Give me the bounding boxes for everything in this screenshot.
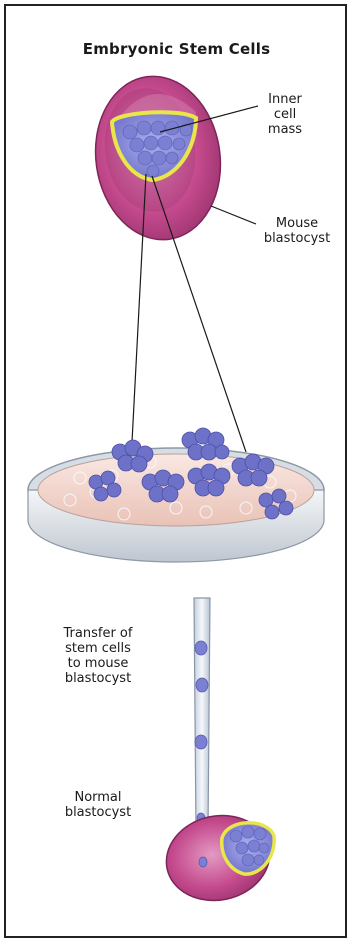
label-line: blastocyst [50,671,146,686]
label-line: Transfer of [50,626,146,641]
label-mouse-blastocyst: Mouse blastocyst [254,216,340,246]
petri-dish [28,428,324,562]
stem-cell [195,735,207,749]
stem-cell [195,641,207,655]
pipette [194,598,210,848]
label-normal-blastocyst: Normal blastocyst [54,790,142,820]
cell-cluster [182,428,229,460]
label-line: Mouse [254,216,340,231]
label-transfer-stem-cells: Transfer of stem cells to mouse blastocy… [50,626,146,686]
label-line: mass [262,122,308,137]
label-line: cell [262,107,308,122]
label-line: stem cells [50,641,146,656]
label-line: Normal [54,790,142,805]
label-line: Inner [262,92,308,107]
label-line: blastocyst [54,805,142,820]
normal-blastocyst [158,806,277,910]
mouse-blastocyst-leader [211,206,256,224]
label-line: blastocyst [254,231,340,246]
stem-cell [196,678,208,692]
label-line: to mouse [50,656,146,671]
label-inner-cell-mass: Inner cell mass [262,92,308,137]
